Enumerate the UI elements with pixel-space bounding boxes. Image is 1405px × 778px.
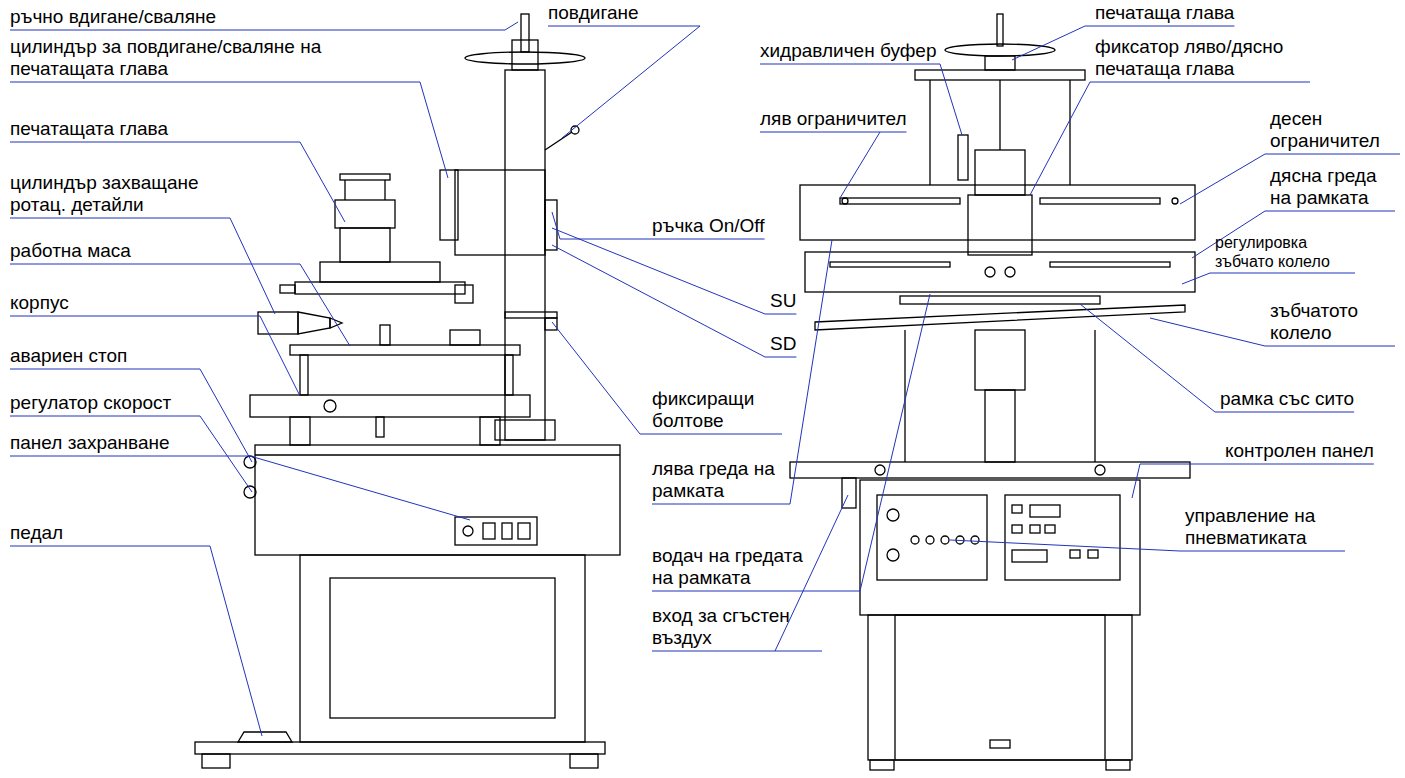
leader-line	[10, 264, 300, 265]
leader-line	[10, 82, 420, 83]
leader-line	[940, 64, 962, 135]
leader-line	[552, 212, 560, 239]
leader-line	[1265, 346, 1395, 347]
leader-line	[840, 132, 880, 198]
part-label: десен ограничител	[1270, 108, 1400, 152]
part-label: вход за сгъстен въздух	[652, 605, 822, 649]
leader-line	[950, 540, 1180, 551]
leader-line	[562, 26, 700, 138]
leader-line	[10, 369, 200, 370]
leader-line	[1090, 82, 1310, 83]
leader-line	[200, 369, 252, 462]
leader-line	[200, 416, 252, 492]
leader-line	[652, 591, 860, 592]
leader-line	[1265, 154, 1400, 155]
part-label: SD	[770, 333, 796, 355]
leader-line	[1182, 273, 1210, 284]
part-label: ръчно вдигане/сваляне	[10, 6, 216, 28]
leader-line	[652, 651, 822, 652]
part-label: водач на гредата на рамката	[652, 545, 822, 589]
leader-line	[560, 239, 765, 240]
part-label: контролен панел	[1225, 440, 1374, 462]
leader-line	[300, 264, 350, 346]
leader-line	[760, 132, 907, 133]
part-label: регулировка зъбчато колело	[1215, 233, 1355, 271]
leader-line	[10, 30, 505, 31]
leader-line	[250, 456, 470, 520]
leader-line	[1210, 273, 1355, 274]
part-label: авариен стоп	[10, 345, 127, 367]
part-label: дясна греда на рамката	[1270, 165, 1395, 209]
part-label: зъбчатото колело	[1270, 300, 1395, 344]
leader-line	[505, 22, 518, 30]
part-label: рамка със сито	[1220, 388, 1354, 410]
leader-line	[552, 322, 640, 434]
part-label: фиксатор ляво/дясно печатаща глава	[1095, 36, 1310, 80]
part-label: фиксиращи болтове	[652, 388, 782, 432]
leader-line	[10, 416, 200, 417]
leader-line	[300, 142, 345, 222]
part-label: корпус	[10, 292, 69, 314]
leader-line	[1080, 304, 1215, 412]
leader-line	[552, 245, 765, 357]
leader-line	[1140, 464, 1374, 465]
part-label: панел захранване	[10, 432, 170, 454]
leader-line	[760, 64, 940, 65]
part-label: лява греда на рамката	[652, 458, 777, 502]
part-label: ръчка On/Off	[652, 215, 765, 237]
part-label: работна маса	[10, 240, 131, 262]
leader-line	[765, 314, 796, 315]
part-label: педал	[10, 522, 63, 544]
leader-line	[1085, 26, 1234, 27]
part-label: управление на пневматиката	[1185, 505, 1345, 549]
leader-line	[1215, 412, 1354, 413]
leader-line	[1180, 154, 1265, 204]
part-label: регулатор скорост	[10, 392, 171, 414]
part-label: цилиндър за повдигане/сваляне на печатащ…	[10, 36, 355, 80]
leader-line	[260, 316, 300, 396]
leader-line	[775, 495, 848, 651]
leader-line	[652, 504, 790, 505]
leader-line	[1180, 551, 1345, 552]
leader-line	[1132, 464, 1140, 498]
leader-line	[420, 82, 448, 178]
leader-line	[1265, 211, 1395, 212]
part-label: хидравличен буфер	[760, 40, 936, 62]
leader-line	[1012, 26, 1085, 60]
leader-line	[10, 546, 210, 547]
leader-line	[230, 218, 275, 314]
leader-line	[640, 434, 782, 435]
leader-line	[548, 26, 700, 27]
part-label: SU	[770, 290, 796, 312]
part-label: печатащата глава	[10, 118, 168, 140]
leader-line	[10, 142, 300, 143]
part-label: цилиндър захващане ротац. детайли	[10, 172, 215, 216]
leader-line	[1030, 82, 1090, 195]
part-label: повдигане	[548, 2, 639, 24]
leader-line	[1150, 318, 1265, 346]
leader-line	[10, 456, 250, 457]
leader-line	[210, 546, 262, 736]
leader-line	[860, 294, 930, 591]
leader-line	[10, 218, 230, 219]
part-label: печатаща глава	[1095, 2, 1234, 24]
part-label: ляв ограничител	[760, 108, 907, 130]
leader-line	[10, 316, 260, 317]
leader-line	[765, 357, 796, 358]
leader-line	[790, 240, 832, 504]
